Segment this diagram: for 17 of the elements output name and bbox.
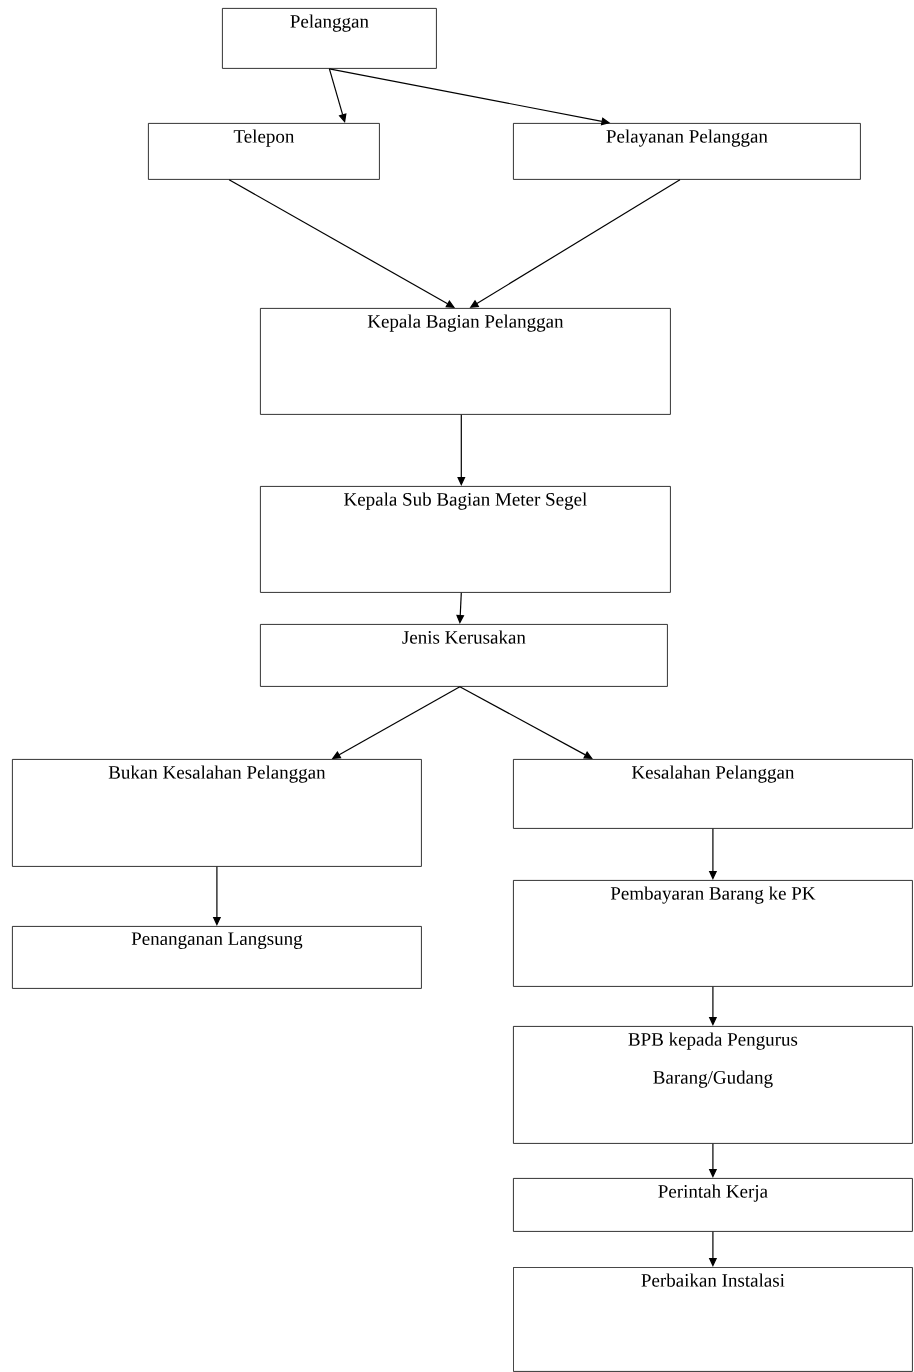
- process-box: Penanganan Langsung: [12, 926, 422, 989]
- process-box: Perbaikan Instalasi: [513, 1267, 913, 1372]
- process-box: Perintah Kerja: [513, 1178, 913, 1232]
- arrow: [328, 68, 347, 123]
- process-box: Pelayanan Pelanggan: [513, 123, 861, 180]
- process-box: Telepon: [148, 123, 380, 180]
- arrow: [456, 592, 465, 624]
- arrow: [457, 414, 466, 486]
- process-box: Pelanggan: [222, 8, 437, 69]
- arrow: [459, 686, 593, 759]
- process-box: Kepala Sub Bagian Meter Segel: [260, 486, 671, 593]
- process-box: Bukan Kesalahan Pelanggan: [12, 759, 422, 867]
- process-box: BPB kepada Pengurus Barang/Gudang: [513, 1026, 913, 1144]
- process-box: Kepala Bagian Pelanggan: [260, 308, 671, 415]
- process-box: Jenis Kerusakan: [260, 624, 668, 687]
- process-box: Pembayaran Barang ke PK: [513, 880, 913, 987]
- process-box: Kesalahan Pelanggan: [513, 759, 913, 829]
